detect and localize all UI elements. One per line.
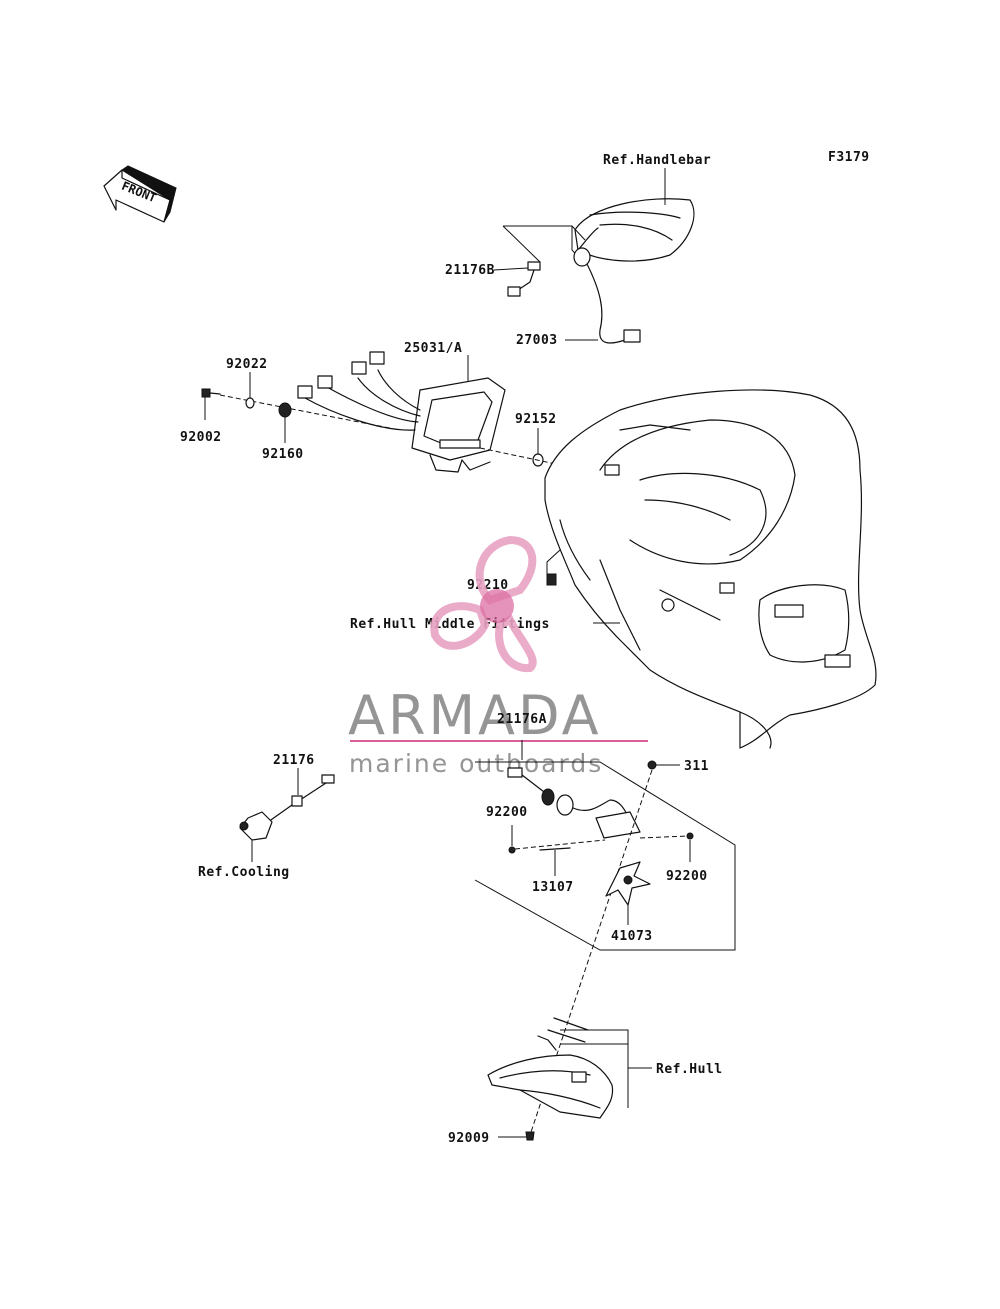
label-21176A: 21176A <box>497 712 547 727</box>
label-92022: 92022 <box>226 357 268 372</box>
label-92200-left: 92200 <box>486 805 528 820</box>
screw-92002-part <box>201 388 221 398</box>
label-25031A: 25031/A <box>404 341 462 356</box>
clamp-311-part <box>647 760 657 770</box>
label-92009: 92009 <box>448 1131 490 1146</box>
meter-25031A-part <box>411 377 506 473</box>
label-92002: 92002 <box>180 430 222 445</box>
shaft-13107-part <box>539 847 571 851</box>
label-92160: 92160 <box>262 447 304 462</box>
hull-bottom-bracket-part <box>487 1017 614 1119</box>
label-92152: 92152 <box>515 412 557 427</box>
label-41073: 41073 <box>611 929 653 944</box>
washer-92022-part <box>245 397 255 409</box>
speed-sensor-21176A-part <box>507 767 641 839</box>
label-ref-cooling: Ref.Cooling <box>198 865 290 880</box>
clip-92210-part <box>546 573 557 586</box>
label-ref-hull: Ref.Hull <box>656 1062 723 1077</box>
switch-27003-part <box>573 247 641 344</box>
label-311: 311 <box>684 759 709 774</box>
label-21176B: 21176B <box>445 263 495 278</box>
watermark-brand: ARMADA <box>348 684 602 747</box>
label-13107: 13107 <box>532 880 574 895</box>
armada-propeller-logo <box>430 535 537 673</box>
front-arrow-icon: FRONT <box>103 165 177 223</box>
label-92200-right: 92200 <box>666 869 708 884</box>
pin-92200-right-part <box>686 832 694 840</box>
hull-middle-fitting-part <box>544 389 877 749</box>
sensor-21176-part <box>239 774 335 841</box>
watermark-tagline: marine outboards <box>349 749 603 778</box>
wire-harness-part <box>297 351 421 431</box>
bolt-92009-part <box>525 1131 535 1141</box>
impeller-41073-part <box>605 861 651 906</box>
pin-92200-left-part <box>508 846 516 854</box>
label-21176: 21176 <box>273 753 315 768</box>
handlebar-cover-part <box>574 198 695 262</box>
nut-92160-part <box>278 402 292 418</box>
sensor-21176B-part <box>507 261 541 297</box>
label-27003: 27003 <box>516 333 558 348</box>
label-ref-handlebar: Ref.Handlebar <box>603 153 711 168</box>
figure-code: F3179 <box>828 150 870 165</box>
